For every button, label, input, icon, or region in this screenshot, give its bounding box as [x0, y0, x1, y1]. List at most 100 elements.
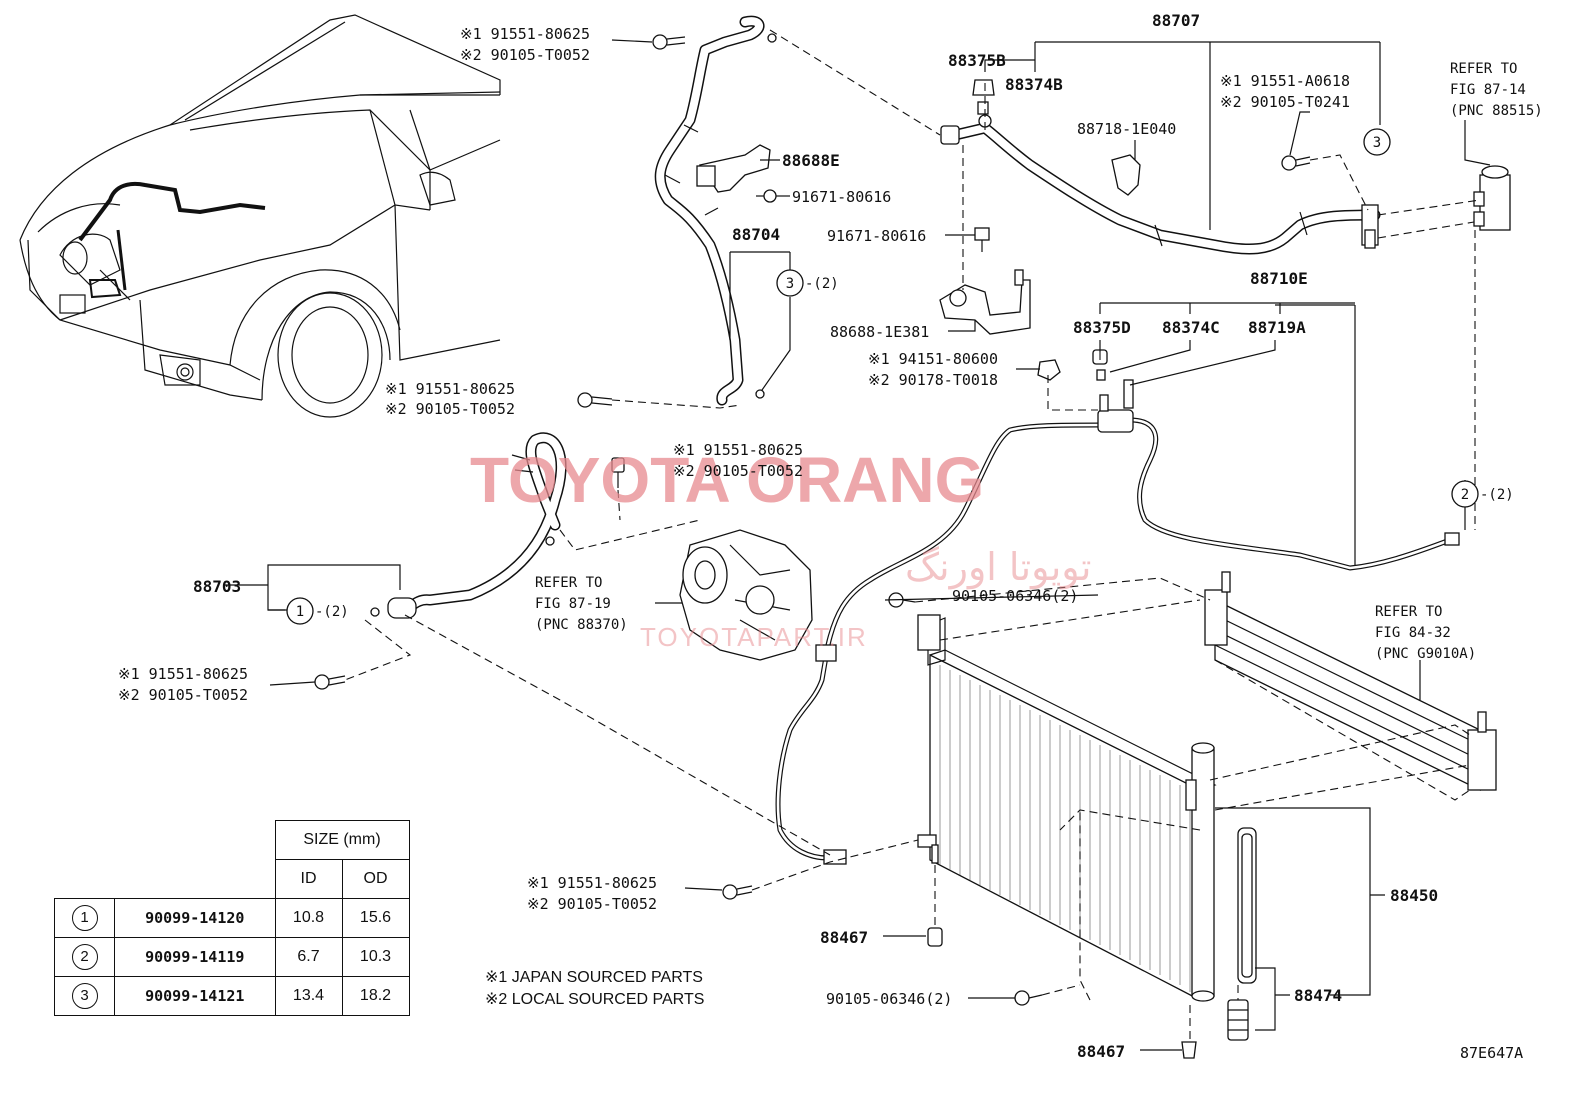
bolt-label-top-right-1: ※1 91551-A0618: [1220, 72, 1350, 90]
row-id: 10.8: [274, 898, 343, 938]
bolt-label-top-right-2: ※2 90105-T0241: [1220, 93, 1350, 111]
row-od: 18.2: [341, 976, 410, 1016]
row-od: 15.6: [341, 898, 410, 938]
label-88688-1E381: 88688-1E381: [830, 323, 929, 341]
condenser: [917, 614, 1217, 1002]
svg-text:(PNC 88370): (PNC 88370): [535, 617, 628, 633]
nut-label-2: ※2 90178-T0018: [868, 371, 998, 389]
callout-3-top: 3: [1363, 128, 1391, 156]
bracket-88688-1E381: [939, 269, 1031, 335]
nut-label-1: ※1 94151-80600: [868, 350, 998, 368]
bolt-lower-left: [314, 674, 346, 690]
row-ref: 2: [71, 944, 98, 970]
bolt-label-center-2: ※2 90105-T0052: [673, 462, 803, 480]
assembly-lines: [344, 29, 1481, 1040]
watermark-main: TOYOTA ORANG: [470, 444, 984, 516]
compressor: [679, 529, 813, 661]
label-90105-06346-lower: 90105-06346(2): [826, 990, 952, 1008]
pipe-88707: [940, 114, 1381, 255]
row-ref: 1: [71, 905, 98, 931]
bolt-label-bottom-2: ※2 90105-T0052: [527, 895, 657, 913]
svg-text:FIG 84-32: FIG 84-32: [1375, 625, 1451, 641]
cushion-88467-a: [927, 927, 943, 947]
svg-text:3: 3: [1373, 135, 1381, 151]
bolt-label-mid-left-1: ※1 91551-80625: [385, 380, 515, 398]
bolt-label-top-left-2: ※2 90105-T0052: [460, 46, 590, 64]
label-91671-80616-upper: 91671-80616: [792, 188, 891, 206]
svg-text:1: 1: [296, 604, 304, 620]
label-88707: 88707: [1152, 11, 1200, 30]
label-88710E: 88710E: [1250, 269, 1308, 288]
row-part: 90099-14121: [114, 976, 276, 1016]
svg-text:3: 3: [786, 276, 794, 292]
cushion-88467-b: [1181, 1041, 1197, 1059]
pipe-88710E: [775, 349, 1460, 865]
svg-text:FIG 87-19: FIG 87-19: [535, 596, 611, 612]
col-od-header: OD: [341, 859, 410, 899]
bolt-compressor: [611, 457, 625, 488]
label-91671-80616-lower: 91671-80616: [827, 227, 926, 245]
bolt-label-bottom-1: ※1 91551-80625: [527, 874, 657, 892]
bolt-pair-labels: ※1 91551-80625 ※2 90105-T0052 ※1 91551-A…: [118, 25, 1350, 913]
label-88718-1E040: 88718-1E040: [1077, 120, 1176, 138]
note-japan-sourced: ※1 JAPAN SOURCED PARTS: [485, 969, 703, 986]
svg-text:-(2): -(2): [1480, 487, 1514, 503]
table-row: 1 90099-14120 10.8 15.6: [54, 898, 410, 938]
watermark-site: TOYOTAPART.IR: [640, 622, 868, 652]
row-part: 90099-14119: [114, 937, 276, 977]
label-88467-a: 88467: [820, 928, 868, 947]
svg-text:REFER TO: REFER TO: [1375, 604, 1442, 620]
inverter-cooler: [1204, 571, 1497, 792]
size-header: SIZE (mm): [274, 820, 410, 860]
row-ref: 3: [71, 983, 98, 1009]
svg-text:-(2): -(2): [805, 276, 839, 292]
label-88688E: 88688E: [782, 151, 840, 170]
label-88374B: 88374B: [1005, 75, 1063, 94]
bolt-91671-lower: [974, 227, 990, 252]
leader-lines: [225, 39, 1491, 1051]
table-row: 3 90099-14121 13.4 18.2: [54, 976, 410, 1016]
bolt-label-lower-left-2: ※2 90105-T0052: [118, 686, 248, 704]
bolt-bottom: [722, 884, 753, 900]
row-id: 13.4: [274, 976, 343, 1016]
bracket-88688E: [696, 144, 771, 193]
callout-2-right: 2 -(2): [1451, 480, 1514, 508]
evaporator-outline: [1275, 304, 1356, 565]
label-88474: 88474: [1294, 986, 1342, 1005]
bolt-mid-left: [577, 392, 613, 408]
car-illustration: [19, 14, 501, 418]
expansion-valve: [1473, 165, 1511, 231]
row-id: 6.7: [274, 937, 343, 977]
callout-1-left: 1 -(2): [286, 597, 349, 625]
bolt-top-left: [652, 34, 686, 50]
col-id-header: ID: [274, 859, 343, 899]
svg-text:REFER TO: REFER TO: [535, 575, 602, 591]
label-88703: 88703: [193, 577, 241, 596]
diagram-code: 87E647A: [1460, 1044, 1523, 1062]
bolt-top-right: [1281, 155, 1311, 171]
label-88719A: 88719A: [1248, 318, 1306, 337]
callout-3-mid: 3 -(2): [776, 269, 839, 297]
cap-88375B: [972, 79, 995, 115]
row-part: 90099-14120: [114, 898, 276, 938]
label-88450: 88450: [1390, 886, 1438, 905]
row-od: 10.3: [341, 937, 410, 977]
svg-text:-(2): -(2): [315, 604, 349, 620]
label-88467-b: 88467: [1077, 1042, 1125, 1061]
bolt-label-center-1: ※1 91551-80625: [673, 441, 803, 459]
hose-size-table: SIZE (mm) ID OD 1 90099-14120 10.8 15.6 …: [54, 820, 410, 1016]
nut-94151: [1037, 359, 1061, 381]
label-88375B: 88375B: [948, 51, 1006, 70]
refer-fig-84-32: REFER TO FIG 84-32 (PNC G9010A): [1375, 604, 1476, 662]
svg-text:(PNC 88515): (PNC 88515): [1450, 103, 1543, 119]
receiver-tank: [1185, 742, 1215, 1002]
label-88374C: 88374C: [1162, 318, 1220, 337]
hose-88703: [370, 432, 567, 619]
table-row: 2 90099-14119 6.7 10.3: [54, 937, 410, 977]
refer-fig-87-19: REFER TO FIG 87-19 (PNC 88370): [535, 575, 628, 633]
note-local-sourced: ※2 LOCAL SOURCED PARTS: [485, 991, 704, 1008]
svg-text:REFER TO: REFER TO: [1450, 61, 1517, 77]
bolt-label-mid-left-2: ※2 90105-T0052: [385, 400, 515, 418]
sensor-88718-1E040: [1111, 154, 1141, 196]
